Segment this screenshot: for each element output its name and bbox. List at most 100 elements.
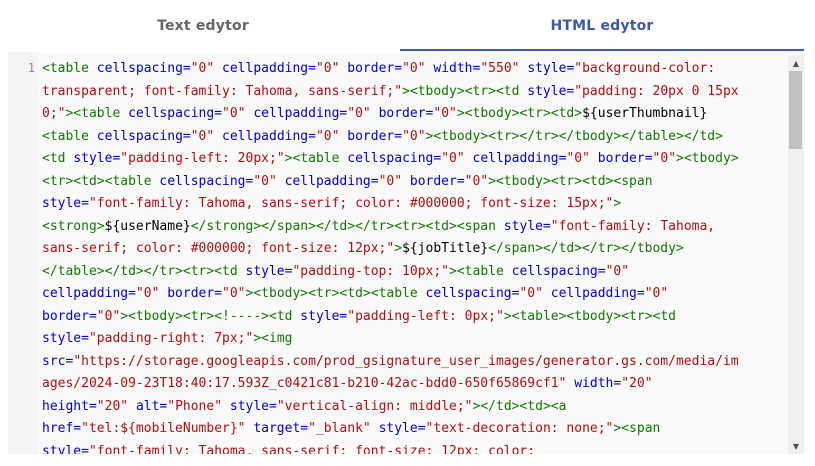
code-token: "20" [96, 398, 136, 414]
line-number-gutter: 1 [8, 52, 38, 454]
code-token: style= [42, 443, 89, 455]
line-number: 1 [27, 61, 35, 75]
code-token: ${jobTitle} [402, 241, 489, 256]
code-token: "0" [315, 61, 348, 76]
code-token: border= [347, 61, 403, 76]
code-token: > [613, 196, 622, 211]
code-token: "font-family: Tahoma, sans-serif; font-s… [88, 443, 536, 455]
code-token: cellspacing= [128, 106, 223, 121]
code-token: "padding-right: 7px;" [88, 331, 254, 346]
code-token: cellspacing= [96, 61, 191, 76]
code-token: style= [527, 83, 575, 99]
code-token: "0" [566, 151, 598, 166]
code-token: style= [300, 308, 348, 324]
code-token: "0" [378, 173, 410, 189]
code-token: style= [245, 263, 293, 279]
code-token: style= [527, 61, 575, 76]
code-token: cellpadding= [222, 61, 316, 76]
code-token: > [394, 241, 403, 256]
code-token: "0" [652, 151, 677, 166]
code-token: </strong></span></td></tr><tr><td><span [190, 218, 504, 234]
code-token: border= [378, 106, 434, 121]
code-line: href="tel:${mobileNumber}" target="_blan… [42, 418, 782, 441]
tab-html-editor[interactable]: HTML edytor [550, 18, 654, 34]
code-token: width= [574, 376, 622, 391]
code-token: </span></td></tr></tbody> [488, 241, 684, 256]
code-token: "font-family: Tahoma, sans-serif; color:… [88, 196, 614, 211]
code-token: <strong> [42, 218, 105, 234]
code-token: cellpadding= [42, 286, 136, 301]
code-token: "0" [222, 106, 254, 121]
code-token: href= [42, 421, 82, 436]
code-line: cellpadding="0" border="0"><tbody><tr><t… [42, 283, 782, 306]
code-token: "padding-left: 20px;" [120, 151, 285, 166]
code-token: "padding-top: 10px;" [292, 263, 450, 279]
code-line: <tr><td><table cellspacing="0" cellpaddi… [42, 171, 782, 194]
code-token: ><table [284, 151, 348, 166]
scroll-up-arrow-icon[interactable]: ▲ [792, 58, 800, 68]
code-token: <table [42, 61, 97, 76]
code-token: cellspacing= [425, 286, 520, 301]
code-token: border= [409, 173, 465, 189]
code-token: ><img [253, 331, 293, 346]
code-token: "0" [190, 128, 223, 144]
code-token: "https://storage.googleapis.com/prod_gsi… [73, 353, 739, 369]
code-token: style= [42, 196, 89, 211]
code-token: "0" [644, 286, 669, 301]
code-token: ><table [449, 263, 512, 279]
code-line: <table cellspacing="0" cellpadding="0" b… [42, 126, 782, 149]
code-token: ><tbody><tr><td> [456, 106, 583, 121]
code-token: cellspacing= [96, 128, 191, 144]
code-token: border= [167, 286, 223, 301]
code-token: border= [347, 128, 403, 144]
code-token: "0" [347, 106, 379, 121]
code-token: sans-serif; color: #000000; font-size: 1… [42, 241, 395, 256]
code-line: border="0"><tbody><tr><!----><td style="… [42, 306, 782, 329]
code-token: alt= [135, 398, 168, 414]
code-token: ></td><td><a [472, 398, 567, 414]
code-line: </table></td></tr><tr><td style="padding… [42, 261, 782, 284]
code-token: ><table><tbody><tr><td [503, 308, 676, 324]
code-line: height="20" alt="Phone" style="vertical-… [42, 396, 782, 419]
code-token: "padding: 20px 0 15px [574, 83, 739, 99]
code-token: transparent; font-family: Tahoma, sans-s… [42, 83, 403, 99]
code-token: style= [503, 218, 551, 234]
code-token: target= [253, 421, 309, 436]
scroll-down-arrow-icon[interactable]: ▼ [792, 441, 800, 451]
code-token: "text-decoration: none;" [425, 421, 614, 436]
code-token: cellspacing= [511, 263, 606, 279]
code-line: ages/2024-09-23T18:40:17.593Z_c0421c81-b… [42, 373, 782, 396]
code-token: "Phone" [167, 398, 230, 414]
code-content[interactable]: <table cellspacing="0" cellpadding="0" b… [42, 58, 782, 454]
html-code-editor[interactable]: 1 <table cellspacing="0" cellpadding="0"… [8, 52, 805, 454]
code-line: style="font-family: Tahoma, sans-serif; … [42, 193, 782, 216]
code-token: ages/2024-09-23T18:40:17.593Z_c0421c81-b… [42, 376, 575, 391]
code-token: <tr><td><table [42, 173, 160, 189]
code-line: <table cellspacing="0" cellpadding="0" b… [42, 58, 782, 81]
code-token: "font-family: Tahoma, [550, 218, 716, 234]
code-token: width= [433, 61, 481, 76]
code-token: cellpadding= [222, 128, 316, 144]
code-token: style= [229, 398, 277, 414]
code-token: cellpadding= [284, 173, 379, 189]
code-token: "tel:${mobileNumber}" [81, 421, 254, 436]
code-token: "0" [441, 151, 473, 166]
editor-tabs: Text edytor HTML edytor [0, 0, 815, 52]
code-token: style= [42, 331, 89, 346]
code-line: src="https://storage.googleapis.com/prod… [42, 351, 782, 374]
vertical-scrollbar[interactable]: ▲ ▼ [788, 55, 804, 454]
code-token: <td [42, 151, 74, 166]
code-token: "0" [96, 308, 121, 324]
scrollbar-thumb[interactable] [789, 71, 802, 149]
code-token: "0" [519, 286, 551, 301]
code-token: ><span [613, 421, 661, 436]
code-token: cellpadding= [550, 286, 645, 301]
code-token: "0" [315, 128, 348, 144]
tab-text-editor[interactable]: Text edytor [157, 18, 249, 34]
code-token: "0" [433, 106, 457, 121]
code-token: src= [42, 353, 74, 369]
code-token: "0" [402, 61, 434, 76]
code-line: <strong>${userName}</strong></span></td>… [42, 216, 782, 239]
code-line: style="padding-right: 7px;"><img [42, 328, 782, 351]
code-token: cellpadding= [472, 151, 567, 166]
